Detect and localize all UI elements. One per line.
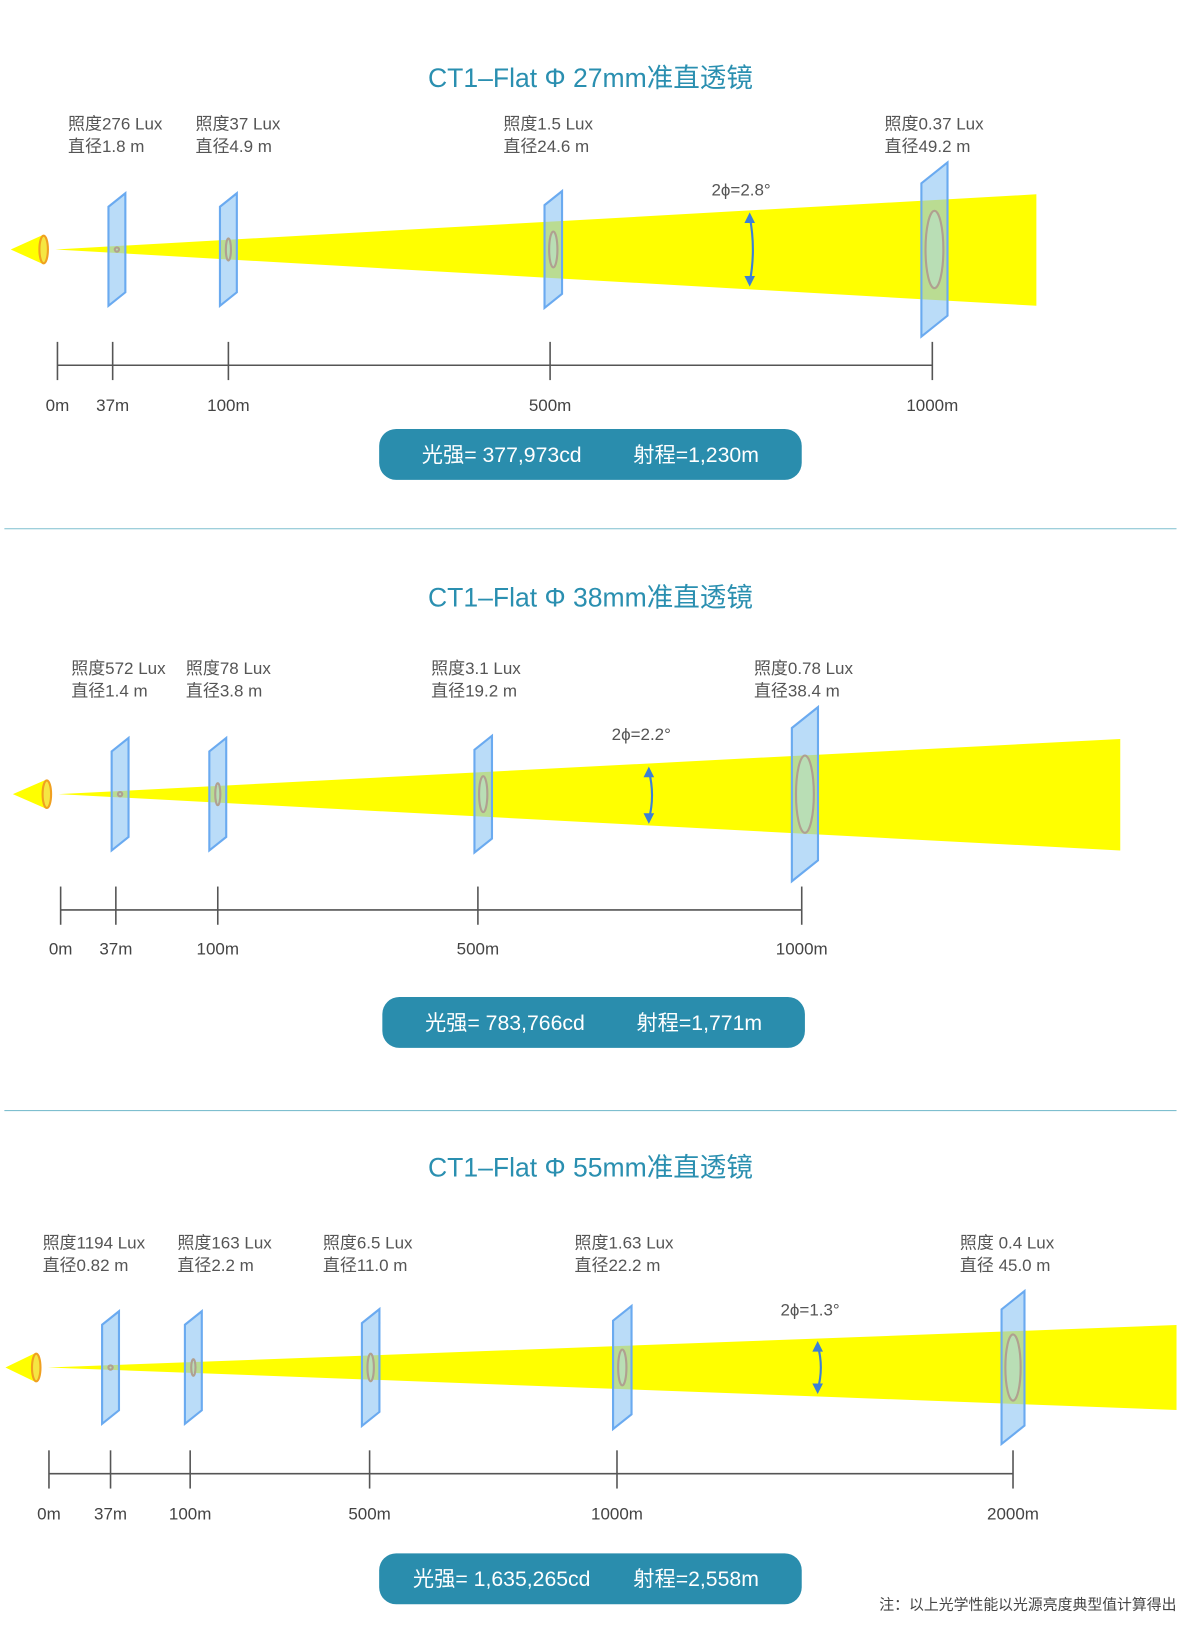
axis-tick-label: 500m: [348, 1504, 390, 1523]
arrowhead-icon: [812, 1383, 823, 1395]
axis-tick-label: 37m: [99, 940, 132, 959]
axis-tick-label: 0m: [37, 1504, 61, 1523]
diameter-label: 直径19.2 m: [431, 681, 517, 700]
illuminance-label: 照度572 Lux: [71, 659, 166, 678]
light-source-icon: [10, 234, 44, 265]
diameter-label: 直径11.0 m: [323, 1256, 408, 1275]
beam-spot: [113, 246, 121, 253]
beam-spot: [478, 775, 489, 814]
beam-spot: [107, 1364, 114, 1371]
light-source-lens: [30, 1352, 42, 1383]
illuminance-label: 照度3.1 Lux: [431, 659, 521, 678]
beam-spot: [224, 237, 233, 262]
beam-spot: [617, 1348, 628, 1387]
footnote: 注：以上光学性能以光源亮度典型值计算得出: [879, 1597, 1176, 1614]
beam-spot: [116, 790, 124, 798]
illuminance-label: 照度163 Lux: [177, 1234, 272, 1253]
intensity-value: 光强= 377,973cd: [422, 443, 582, 467]
diameter-label: 直径4.9 m: [195, 137, 271, 156]
illuminance-label: 照度1.5 Lux: [503, 115, 593, 134]
arrowhead-icon: [744, 276, 756, 287]
illuminance-label: 照度1.63 Lux: [575, 1234, 675, 1253]
arrowhead-icon: [812, 1340, 823, 1352]
arrowhead-icon: [643, 813, 655, 824]
axis-tick-label: 2000m: [987, 1504, 1039, 1523]
light-beam: [58, 738, 1121, 851]
axis-tick-label: 0m: [46, 396, 70, 415]
light-source-icon: [5, 1352, 37, 1383]
intensity-value: 光强= 783,766cd: [425, 1011, 585, 1035]
arrowhead-icon: [643, 766, 655, 778]
diameter-label: 直径22.2 m: [575, 1256, 661, 1275]
illuminance-label: 照度0.37 Lux: [885, 115, 985, 134]
axis-tick-label: 37m: [94, 1504, 127, 1523]
section-title: CT1–Flat Φ 55mm准直透镜: [428, 1152, 753, 1182]
illuminance-label: 照度78 Lux: [186, 659, 271, 678]
arrowhead-icon: [744, 212, 756, 223]
diameter-label: 直径24.6 m: [503, 137, 589, 156]
diameter-label: 直径3.8 m: [186, 681, 262, 700]
range-value: 射程=1,230m: [633, 443, 759, 467]
diameter-label: 直径49.2 m: [885, 137, 971, 156]
range-value: 射程=1,771m: [636, 1011, 762, 1035]
beam-spot: [214, 782, 222, 807]
light-source-icon: [12, 779, 47, 810]
beam-spot: [794, 754, 815, 834]
beam-angle-label: 2ϕ=2.8°: [711, 180, 770, 199]
diameter-label: 直径1.8 m: [68, 137, 144, 156]
illuminance-label: 照度276 Lux: [68, 115, 163, 134]
illuminance-label: 照度0.78 Lux: [754, 659, 854, 678]
light-source-lens: [38, 234, 49, 265]
illuminance-label: 照度6.5 Lux: [323, 1234, 413, 1253]
axis-tick-label: 37m: [96, 396, 129, 415]
axis-tick-label: 100m: [207, 396, 249, 415]
performance-badge: 光强= 783,766cd 射程=1,771m: [382, 996, 805, 1048]
axis-tick-label: 500m: [529, 396, 571, 415]
axis-tick-label: 0m: [49, 940, 73, 959]
beam-spot: [924, 209, 945, 290]
performance-badge: 光强= 377,973cd 射程=1,230m: [379, 428, 802, 480]
beam-spot: [1004, 1333, 1022, 1402]
diameter-label: 直径0.82 m: [43, 1256, 129, 1275]
section-title: CT1–Flat Φ 27mm准直透镜: [428, 63, 753, 93]
axis-tick-label: 1000m: [776, 940, 828, 959]
axis-tick-label: 100m: [169, 1504, 211, 1523]
intensity-value: 光强= 1,635,265cd: [413, 1567, 591, 1591]
diameter-label: 直径 45.0 m: [960, 1256, 1051, 1275]
illuminance-label: 照度37 Lux: [195, 115, 280, 134]
beam-spot: [190, 1358, 197, 1377]
beam-spot: [548, 230, 559, 269]
light-source-lens: [41, 779, 53, 810]
beam-angle-label: 2ϕ=1.3°: [780, 1300, 839, 1319]
range-value: 射程=2,558m: [633, 1567, 759, 1591]
section-title: CT1–Flat Φ 38mm准直透镜: [428, 582, 753, 612]
axis-tick-label: 100m: [197, 940, 239, 959]
illuminance-label: 照度 0.4 Lux: [960, 1234, 1055, 1253]
diameter-label: 直径38.4 m: [754, 681, 840, 700]
beam-spot: [366, 1352, 375, 1383]
axis-tick-label: 1000m: [906, 396, 958, 415]
beam-angle-label: 2ϕ=2.2°: [612, 725, 671, 744]
axis-tick-label: 500m: [457, 940, 499, 959]
illuminance-label: 照度1194 Lux: [43, 1234, 146, 1253]
axis-tick-label: 1000m: [591, 1504, 643, 1523]
performance-badge: 光强= 1,635,265cd 射程=2,558m: [379, 1553, 802, 1605]
diameter-label: 直径2.2 m: [177, 1256, 253, 1275]
diameter-label: 直径1.4 m: [71, 681, 147, 700]
